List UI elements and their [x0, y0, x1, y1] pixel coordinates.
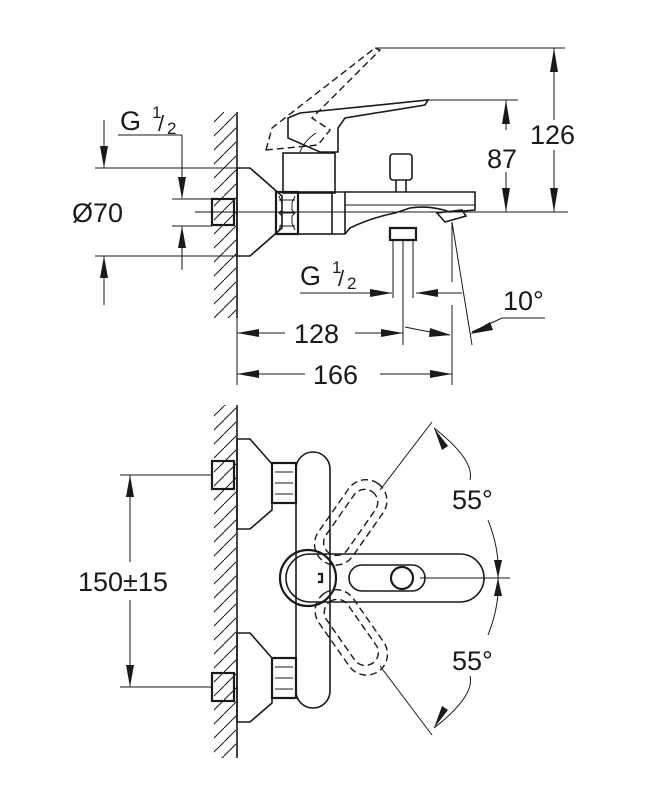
dim-150-label: 150±15	[78, 567, 168, 597]
hex-nut	[274, 190, 300, 236]
dim-128-label: 128	[294, 319, 339, 349]
svg-text:/: /	[338, 266, 345, 291]
dim-166-label: 166	[313, 360, 358, 390]
inlet-thread-den: 2	[167, 119, 176, 138]
dim-diameter: Ø70	[72, 120, 237, 305]
outlet-thread-prefix: G	[300, 261, 321, 291]
lever-top	[278, 548, 510, 608]
top-view: 55° 55° 150±15	[78, 405, 510, 758]
svg-text:/: /	[158, 111, 165, 136]
inlet-thread-prefix: G	[120, 106, 141, 136]
angle-55-up-label: 55°	[452, 485, 493, 515]
angle-10-label: 10°	[503, 286, 544, 316]
dim-128: 128	[236, 318, 403, 385]
outlet-thread-callout: G 1 / 2	[300, 258, 462, 297]
dim-126: 126	[375, 47, 575, 212]
mixer-body	[282, 152, 476, 345]
outlet-thread-den: 2	[347, 274, 356, 293]
inlet-thread-callout: G 1 / 2	[118, 103, 212, 270]
inlet-thread-num: 1	[152, 103, 161, 122]
dim-87: 87	[428, 99, 518, 212]
lever	[265, 47, 430, 153]
wall-top	[214, 405, 238, 758]
dim-87-label: 87	[487, 144, 517, 174]
body-top	[295, 451, 331, 709]
dim-166: 166	[237, 360, 452, 390]
side-view: 126 87 G 1 / 2	[72, 47, 575, 390]
angle-arcs: 55° 55°	[379, 421, 502, 736]
lever-dashed-positions	[313, 479, 389, 676]
outlet-thread-num: 1	[332, 258, 341, 277]
dim-150: 150±15	[78, 474, 212, 688]
angle-55-down-label: 55°	[452, 646, 493, 676]
dim-angle-10: 10°	[404, 286, 545, 337]
diameter-label: Ø70	[72, 198, 123, 228]
dim-126-label: 126	[530, 120, 575, 150]
